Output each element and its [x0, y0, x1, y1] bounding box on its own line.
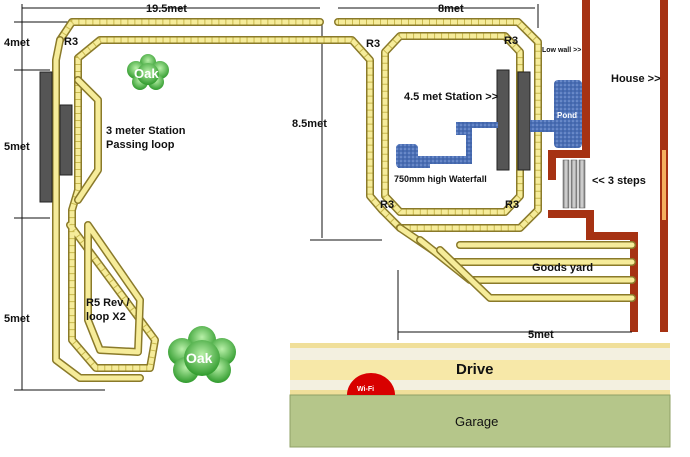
- reverse-loop-label: loop X2: [86, 311, 126, 323]
- steps: [562, 159, 586, 209]
- waterfall-label: 750mm high Waterfall: [394, 174, 487, 184]
- low-wall-label: Low wall >>: [542, 47, 581, 54]
- pond: [554, 80, 582, 148]
- pond-connector: [530, 120, 560, 132]
- dimension-lines: [14, 4, 632, 391]
- dim-bottom-horizontal: 5met: [528, 329, 554, 341]
- track-network: [52, 18, 636, 382]
- garage: [289, 394, 671, 448]
- passing-loop-platform: [39, 71, 73, 203]
- oak-label: Oak: [134, 66, 159, 81]
- station-platform: [496, 69, 531, 171]
- dim-top-left: 19.5met: [146, 3, 187, 15]
- curve-label: R3: [380, 199, 394, 211]
- pond-label: Pond: [557, 111, 577, 120]
- reverse-loop-label: R5 Rev /: [86, 297, 129, 309]
- curve-label: R3: [64, 36, 78, 48]
- waterfall-basin: [396, 144, 418, 168]
- dim-center-vertical: 8.5met: [292, 118, 327, 130]
- goods-yard-label: Goods yard: [532, 262, 593, 274]
- wifi-label: Wi-Fi: [357, 386, 374, 393]
- steps-label: << 3 steps: [592, 175, 646, 187]
- dim-left-top: 4met: [4, 37, 30, 49]
- garage-label: Garage: [455, 414, 498, 429]
- station-label: 4.5 met Station >>: [404, 91, 498, 103]
- passing-loop-label: Passing loop: [106, 139, 175, 151]
- oak-tree-top: [127, 54, 169, 90]
- dim-top-right: 8met: [438, 3, 464, 15]
- house-label: House >>: [611, 73, 661, 85]
- drive-label: Drive: [456, 361, 494, 378]
- curve-label: R3: [504, 35, 518, 47]
- curve-label: R3: [505, 199, 519, 211]
- oak-tree-bottom: [168, 326, 236, 383]
- curve-label: R3: [366, 38, 380, 50]
- wifi-icon: [347, 373, 395, 395]
- waterfall-stream: [398, 122, 498, 168]
- dim-left-mid: 5met: [4, 141, 30, 153]
- passing-loop-label: 3 meter Station: [106, 125, 186, 137]
- oak-label: Oak: [186, 350, 213, 366]
- dim-left-bottom: 5met: [4, 313, 30, 325]
